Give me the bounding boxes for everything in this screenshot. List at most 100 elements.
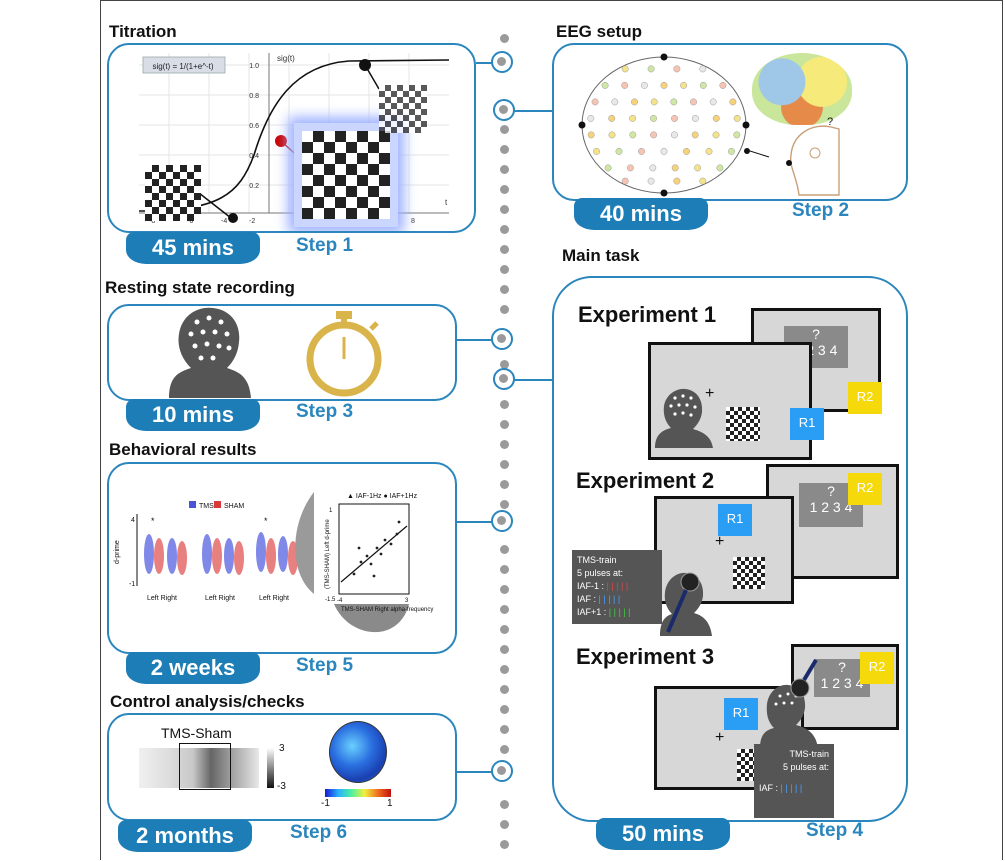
head-profile-icon: ? (744, 117, 840, 196)
legend-sham: SHAM (224, 503, 244, 510)
tms-sham-label: TMS-Sham (161, 725, 232, 741)
exp3-head-coil-icon (760, 658, 818, 748)
behavioral-plots: TMS SHAM d-prime 4 -1 * * Left Right Lef… (114, 492, 433, 633)
legend-tms: TMS (199, 503, 214, 510)
r2-key: R2 (848, 382, 882, 414)
cbar-top: 3 (279, 743, 285, 754)
brain-icon (752, 53, 852, 125)
eeg-electrode (629, 131, 637, 139)
eeg-electrode (591, 98, 599, 106)
main-step: Step 4 (806, 820, 864, 841)
topoplot (329, 721, 387, 783)
eeg-electrode (673, 65, 681, 73)
connector-step2 (514, 110, 552, 112)
iaf-plus-row: IAF+1 : | | | | | (577, 607, 631, 617)
connector-step1 (476, 62, 492, 64)
scatter-xmax: 3 (405, 598, 409, 604)
eeg-electrode (647, 177, 655, 185)
sigmoid-xlabel: t (445, 198, 448, 207)
eeg-electrode (691, 131, 699, 139)
sigmoid-legend: sig(t) = 1/(1+e^-t) (152, 62, 213, 71)
violin-ytop: 4 (131, 517, 135, 524)
resting-step: Step 3 (296, 401, 354, 422)
tms-train-label: TMS-train (789, 749, 829, 759)
pulses-label: 5 pulses at: (782, 762, 829, 772)
experiment-2-title: Experiment 2 (576, 468, 715, 493)
exp1-head-icon (655, 388, 713, 448)
scatter-xmin: -4 (337, 598, 343, 604)
resting-panel (107, 304, 457, 401)
eeg-electrode (629, 114, 637, 122)
eeg-electrode (631, 98, 638, 106)
eeg-electrode (699, 65, 707, 73)
timeline-node-step2 (493, 99, 515, 121)
behavioral-panel: TMS SHAM d-prime 4 -1 * * Left Right Lef… (107, 462, 457, 654)
topo-min: -1 (321, 798, 330, 809)
eeg-electrode (716, 164, 724, 172)
eeg-electrode (694, 164, 702, 172)
tf-heatmap (139, 743, 259, 790)
question-mark: ? (827, 483, 835, 499)
exp1-checkerboard (726, 407, 760, 441)
eeg-electrode (705, 147, 713, 155)
eeg-electrode (733, 131, 741, 139)
eeg-electrode (587, 131, 595, 139)
eeg-electrode (709, 98, 717, 106)
experiment-3-title: Experiment 3 (576, 644, 715, 669)
scatter-legend: ▲ IAF-1Hz ● IAF+1Hz (347, 493, 418, 500)
eeg-electrode (690, 98, 697, 106)
timeline-node-step3 (491, 328, 513, 350)
eeg-title: EEG setup (556, 22, 642, 41)
eeg-electrode (712, 131, 720, 139)
fixation-cross: + (715, 533, 725, 550)
question-mark: ? (812, 326, 820, 342)
eeg-electrode (593, 147, 600, 155)
exp2-checkerboard (733, 557, 765, 589)
eeg-electrode (691, 114, 699, 122)
eeg-electrode (621, 81, 629, 89)
connector-step4 (514, 379, 552, 381)
titration-step: Step 1 (296, 235, 354, 256)
exp2-tms-legend: TMS-train 5 pulses at: IAF-1 : | | | | |… (572, 550, 662, 624)
reference-electrode (660, 53, 668, 61)
eeg-electrode (626, 164, 634, 172)
eeg-electrode (670, 131, 678, 139)
violin-ybottom: -1 (129, 581, 135, 588)
xtick: -2 (249, 218, 255, 225)
group-label: Left Right (205, 595, 235, 602)
timeline-node-step6 (491, 760, 513, 782)
colorbar-gray (267, 748, 274, 788)
ytick: 0.4 (249, 153, 259, 160)
eeg-step: Step 2 (792, 200, 850, 221)
xtick: 8 (411, 218, 415, 225)
question-mark: ? (838, 659, 846, 675)
r2-key: R2 (860, 652, 894, 684)
main-panel: Experiment 1 ? 1 2 3 4 + R1 R2 Experimen… (552, 276, 908, 822)
eeg-electrode (647, 65, 655, 73)
ytick: 0.8 (249, 93, 259, 100)
r1-key: R1 (790, 408, 824, 440)
figure-frame (100, 0, 1003, 860)
eeg-electrode (621, 177, 629, 185)
ytick: 0.2 (249, 183, 259, 190)
stopwatch-icon (306, 311, 382, 397)
reference-electrode (742, 121, 750, 129)
iaf-row: IAF : | | | | | (577, 594, 621, 604)
eeg-electrode (608, 131, 616, 139)
star: * (151, 516, 155, 526)
checkerboard-high (379, 85, 427, 133)
scatter-xlabel: TMS-SHAM Right alpha-frequency (341, 607, 433, 613)
pulses-label: 5 pulses at: (577, 568, 624, 578)
eeg-electrode (670, 98, 678, 106)
eeg-electrode (660, 147, 668, 155)
eeg-electrode (601, 81, 609, 89)
colorbar-jet (325, 789, 391, 797)
group-label: Left Right (259, 595, 289, 602)
tms-train-label: TMS-train (577, 555, 617, 565)
behavioral-title: Behavioral results (109, 440, 257, 459)
violin-ylabel: d-prime (114, 540, 121, 564)
timeline-node-step1 (491, 51, 513, 73)
eeg-electrode (699, 81, 707, 89)
timeline-node-step4 (493, 368, 515, 390)
eeg-electrode (611, 98, 619, 106)
